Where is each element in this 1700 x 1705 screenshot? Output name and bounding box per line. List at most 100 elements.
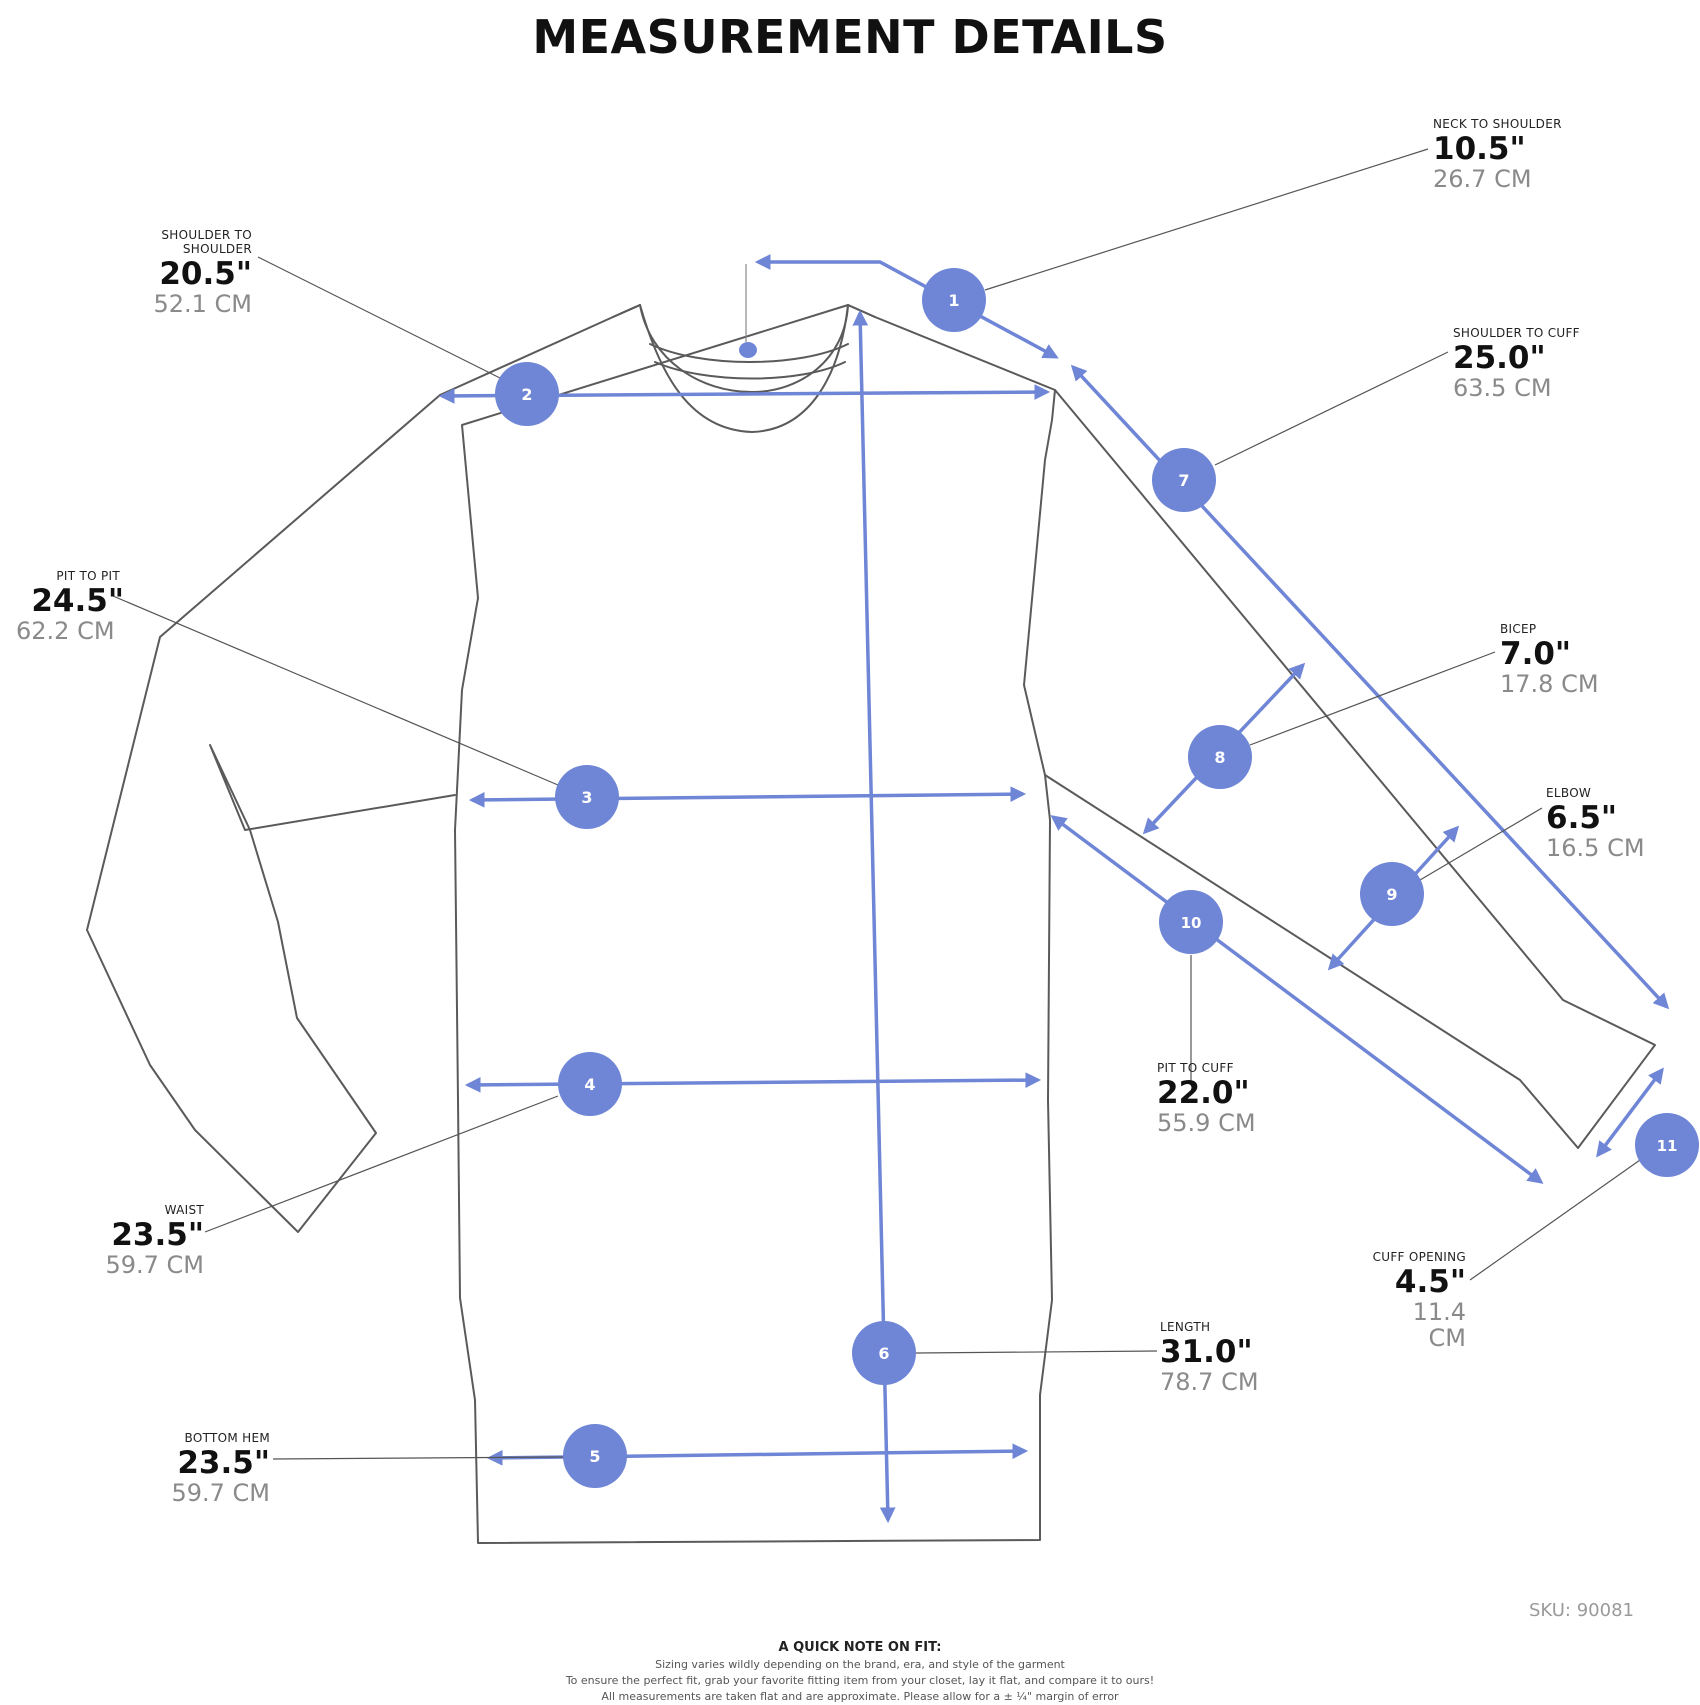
measurement-label: LENGTH	[1160, 1320, 1211, 1334]
measurement-waist: WAIST 23.5" 59.7 CM	[100, 1203, 204, 1278]
measurement-cm: 52.1 CM	[153, 290, 252, 318]
marker-3: 3	[555, 765, 619, 829]
leader-lines	[112, 148, 1641, 1460]
leader-pit-to-pit	[112, 595, 559, 786]
arrow-neck-to-shoulder	[754, 254, 1059, 359]
fit-note-title: A QUICK NOTE ON FIT:	[778, 1640, 942, 1655]
fit-note: A QUICK NOTE ON FIT: Sizing varies wildl…	[400, 1639, 1320, 1705]
measurement-bottom-hem: BOTTOM HEM 23.5" 59.7 CM	[160, 1431, 270, 1506]
arrow-length	[852, 309, 896, 1524]
svg-text:6: 6	[878, 1344, 889, 1363]
marker-4: 4	[558, 1052, 622, 1116]
measurement-inches: 6.5"	[1546, 800, 1618, 836]
leader-waist	[204, 1095, 559, 1233]
measurement-cm: 62.2 CM	[16, 617, 115, 645]
measurement-inches: 20.5"	[159, 256, 252, 292]
page-title: MEASUREMENT DETAILS	[532, 10, 1168, 64]
svg-text:8: 8	[1214, 748, 1225, 767]
leader-bicep	[1249, 651, 1496, 746]
measurement-cuff-opening: CUFF OPENING 4.5" 11.4 CM	[1370, 1250, 1466, 1351]
leader-neck-to-shoulder	[984, 148, 1429, 291]
svg-text:4: 4	[584, 1075, 595, 1094]
arrow-pit-to-cuff	[1050, 815, 1544, 1184]
measurement-bicep: BICEP 7.0" 17.8 CM	[1500, 622, 1599, 697]
body-outline	[439, 304, 1056, 1544]
marker-5: 5	[563, 1424, 627, 1488]
measurement-label: PIT TO CUFF	[1157, 1061, 1234, 1075]
arrow-pit-to-pit	[468, 786, 1027, 808]
svg-text:2: 2	[521, 385, 532, 404]
measurement-inches: 31.0"	[1160, 1334, 1253, 1370]
measurement-inches: 22.0"	[1157, 1075, 1250, 1111]
left-sleeve-outline	[86, 394, 456, 1233]
leader-bottom-hem	[272, 1456, 566, 1460]
leader-length	[915, 1350, 1158, 1354]
leader-cuff-opening	[1469, 1159, 1641, 1281]
measurement-inches: 23.5"	[111, 1217, 204, 1253]
measurement-cm: 17.8 CM	[1500, 670, 1599, 698]
measurement-inches: 4.5"	[1394, 1264, 1466, 1300]
svg-text:1: 1	[948, 291, 959, 310]
leader-shoulder-to-shoulder	[257, 256, 501, 379]
measurement-label: SHOULDER TO CUFF	[1453, 326, 1580, 340]
measurement-label: BICEP	[1500, 622, 1537, 636]
right-sleeve-outline	[1044, 389, 1656, 1149]
leader-elbow	[1419, 807, 1543, 881]
marker-2: 2	[495, 362, 559, 426]
marker-10: 10	[1159, 890, 1223, 954]
leader-shoulder-to-cuff	[1214, 351, 1449, 466]
marker-1: 1	[922, 268, 986, 332]
measurement-cm: 78.7 CM	[1160, 1368, 1259, 1396]
svg-text:11: 11	[1657, 1137, 1678, 1155]
measurement-label: BOTTOM HEM	[184, 1431, 270, 1445]
svg-text:3: 3	[581, 788, 592, 807]
measurement-pit-to-pit: PIT TO PIT 24.5" 62.2 CM	[16, 569, 126, 644]
arrow-cuff-opening	[1596, 1067, 1664, 1158]
svg-text:5: 5	[589, 1447, 600, 1466]
measurement-elbow: ELBOW 6.5" 16.5 CM	[1546, 786, 1645, 861]
marker-8: 8	[1188, 725, 1252, 789]
marker-7: 7	[1152, 448, 1216, 512]
marker-11: 11	[1635, 1113, 1699, 1177]
arrow-waist	[464, 1072, 1042, 1093]
measurement-label: SHOULDER TO SHOULDER	[161, 228, 252, 256]
marker-9: 9	[1360, 862, 1424, 926]
number-markers: 1 2 3 4 5 6 7 8 9 10 11	[495, 268, 1699, 1488]
measurement-cm: 59.7 CM	[171, 1479, 270, 1507]
collar-rib-2	[654, 361, 846, 380]
svg-text:10: 10	[1181, 914, 1202, 932]
measurement-neck-to-shoulder: NECK TO SHOULDER 10.5" 26.7 CM	[1433, 117, 1562, 192]
measurement-cm: 55.9 CM	[1157, 1109, 1256, 1137]
collar-outer	[612, 304, 876, 433]
measurement-inches: 24.5"	[31, 583, 124, 619]
measurement-cm: 63.5 CM	[1453, 374, 1552, 402]
measurement-shoulder-to-cuff: SHOULDER TO CUFF 25.0" 63.5 CM	[1453, 326, 1580, 401]
measurement-label: WAIST	[164, 1203, 204, 1217]
measurement-label: NECK TO SHOULDER	[1433, 117, 1562, 131]
measurement-label: PIT TO PIT	[56, 569, 120, 583]
measurement-cm: 26.7 CM	[1433, 165, 1532, 193]
marker-6: 6	[852, 1321, 916, 1385]
measurement-pit-to-cuff: PIT TO CUFF 22.0" 55.9 CM	[1157, 1061, 1256, 1136]
measurement-inches: 7.0"	[1500, 636, 1572, 672]
measurement-cm: 11.4 CM	[1412, 1298, 1466, 1352]
measurement-cm: 59.7 CM	[105, 1251, 204, 1279]
svg-text:7: 7	[1178, 471, 1189, 490]
fit-note-line: To ensure the perfect fit, grab your fav…	[565, 1674, 1155, 1687]
measurement-length: LENGTH 31.0" 78.7 CM	[1160, 1320, 1259, 1395]
measurement-cm: 16.5 CM	[1546, 834, 1645, 862]
neck-center-dot	[739, 342, 757, 358]
measurement-inches: 10.5"	[1433, 131, 1526, 167]
sku-label: SKU: 90081	[1529, 1600, 1634, 1621]
measurement-inches: 25.0"	[1453, 340, 1546, 376]
fit-note-line: Sizing varies wildly depending on the br…	[655, 1658, 1065, 1671]
fit-note-line: All measurements are taken flat and are …	[601, 1690, 1119, 1703]
measurement-label: CUFF OPENING	[1372, 1250, 1466, 1264]
measurement-shoulder-to-shoulder: SHOULDER TO SHOULDER 20.5" 52.1 CM	[90, 228, 252, 317]
measurement-label: ELBOW	[1546, 786, 1592, 800]
measurement-arrows	[438, 254, 1670, 1524]
measurement-inches: 23.5"	[177, 1445, 270, 1481]
svg-text:9: 9	[1386, 885, 1397, 904]
